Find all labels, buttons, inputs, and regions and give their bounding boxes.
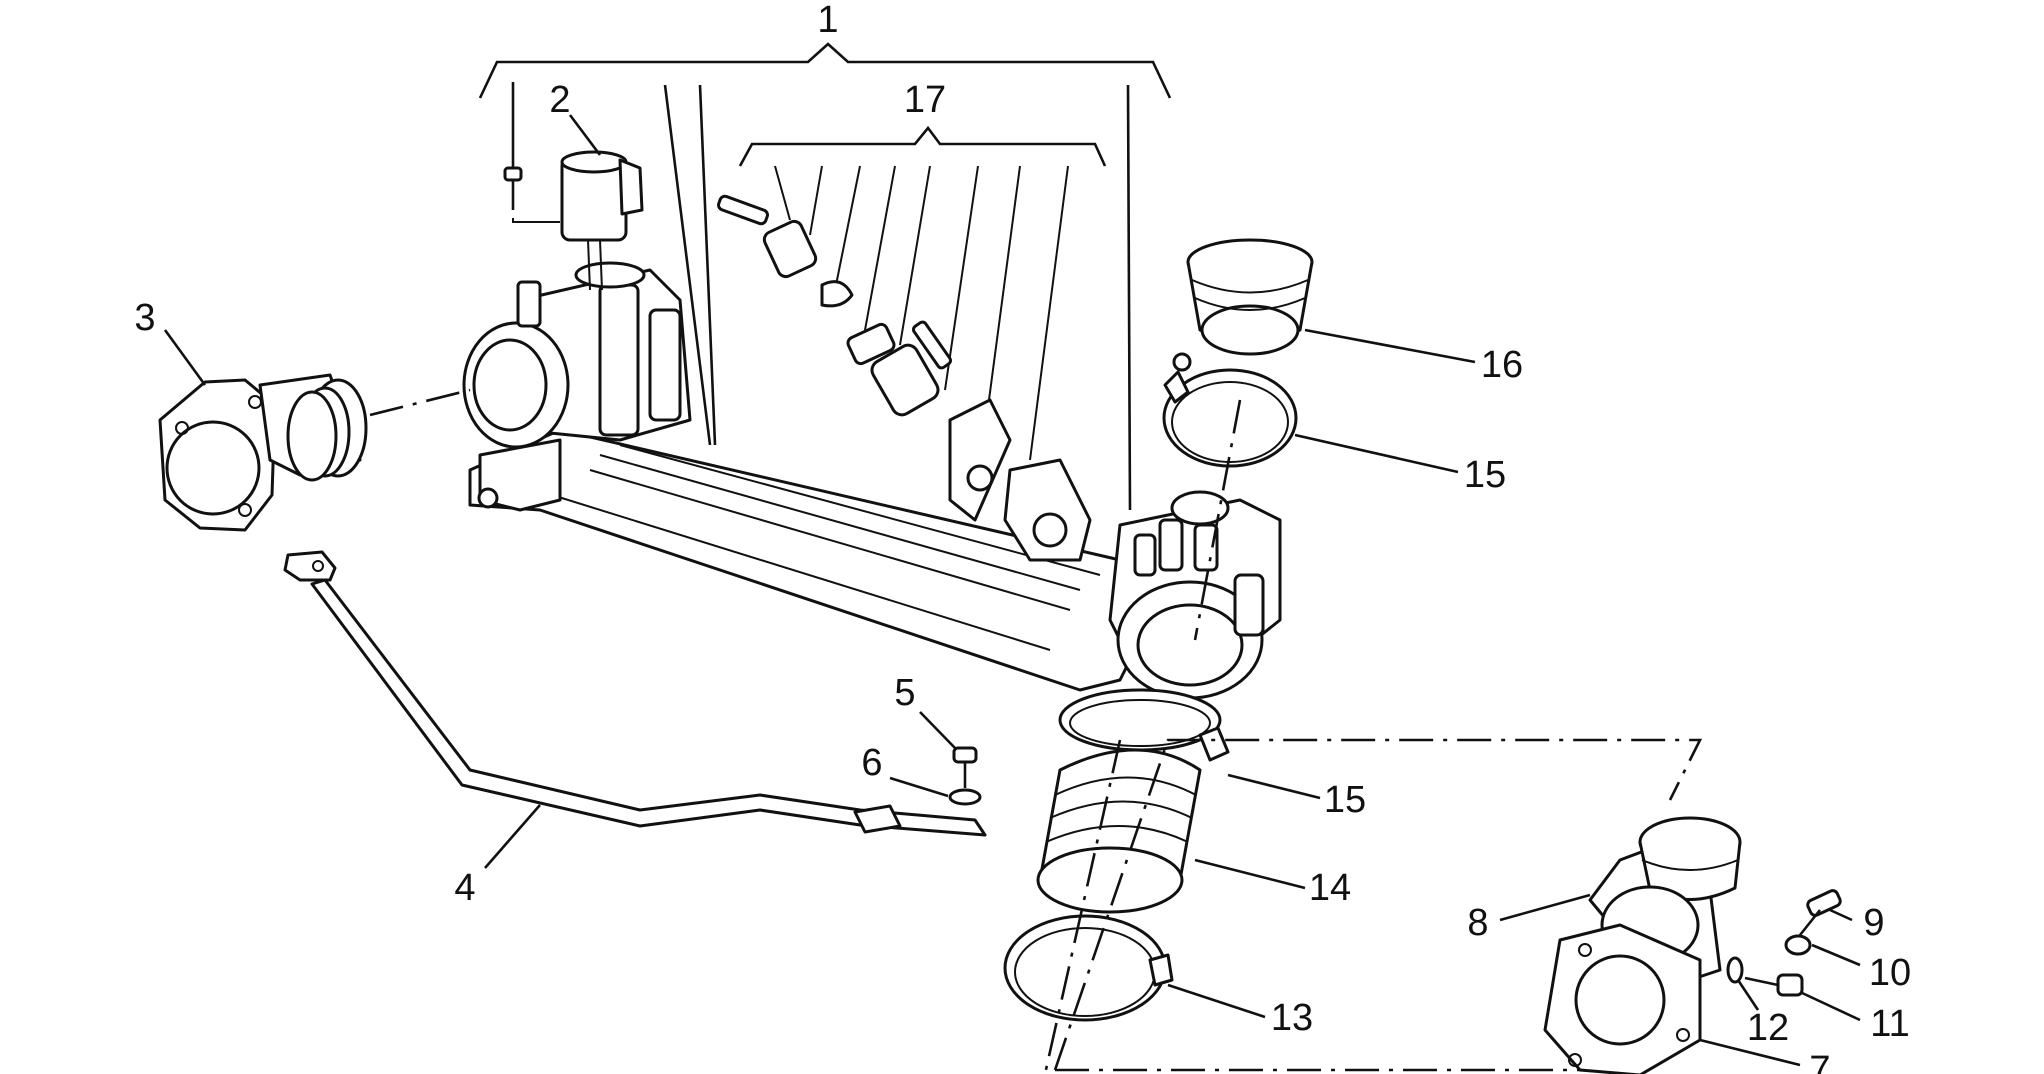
bolt-11 <box>1744 973 1804 997</box>
callout-10: 10 <box>1869 952 1911 994</box>
group-bracket-1 <box>478 42 1172 511</box>
callout-1: 1 <box>817 0 838 41</box>
center-line-upper <box>1193 399 1242 641</box>
flange-7 <box>1543 923 1702 1074</box>
intake-plenum-rail <box>468 428 1162 692</box>
washer-12 <box>1726 956 1744 984</box>
left-adapter-flange <box>158 373 471 532</box>
bolt-5 <box>952 746 978 788</box>
washer-6 <box>948 788 982 806</box>
group-bracket-17 <box>738 125 1107 461</box>
clamp-15-lower <box>1058 688 1230 762</box>
hose-14 <box>1036 748 1202 914</box>
callout-14: 14 <box>1309 867 1351 909</box>
callout-16: 16 <box>1481 344 1523 386</box>
callout-9: 9 <box>1863 902 1884 944</box>
coupling-16 <box>1186 238 1314 356</box>
support-rod <box>283 550 987 837</box>
callout-3: 3 <box>134 297 155 339</box>
right-plenum-housing <box>1108 490 1282 700</box>
clamp-15-upper <box>1162 352 1298 468</box>
callout-15-upper: 15 <box>1464 454 1506 496</box>
throttle-body <box>462 261 692 512</box>
alternate-parts-frame <box>1053 738 1703 1072</box>
leader-lines <box>163 114 1861 1067</box>
callout-7: 7 <box>1809 1049 1830 1074</box>
callout-13: 13 <box>1271 997 1313 1039</box>
callout-11: 11 <box>1870 1003 1909 1045</box>
clamp-13 <box>1003 914 1174 1022</box>
callout-15-lower: 15 <box>1324 779 1366 821</box>
callout-6: 6 <box>861 742 882 784</box>
injector-assembly <box>717 194 1092 562</box>
callout-8: 8 <box>1467 902 1488 944</box>
callout-12: 12 <box>1747 1007 1789 1049</box>
callout-labels: 1 2 3 4 5 6 7 8 9 10 11 12 13 14 15 15 1… <box>134 0 1911 1074</box>
throttle-position-sensor <box>560 150 644 291</box>
sensor-screw <box>503 82 560 223</box>
callout-2: 2 <box>549 79 570 121</box>
callout-17: 17 <box>904 79 946 121</box>
bolt-9 <box>1798 889 1842 936</box>
callout-5: 5 <box>894 672 915 714</box>
callout-4: 4 <box>454 867 475 909</box>
washer-10 <box>1784 934 1812 956</box>
